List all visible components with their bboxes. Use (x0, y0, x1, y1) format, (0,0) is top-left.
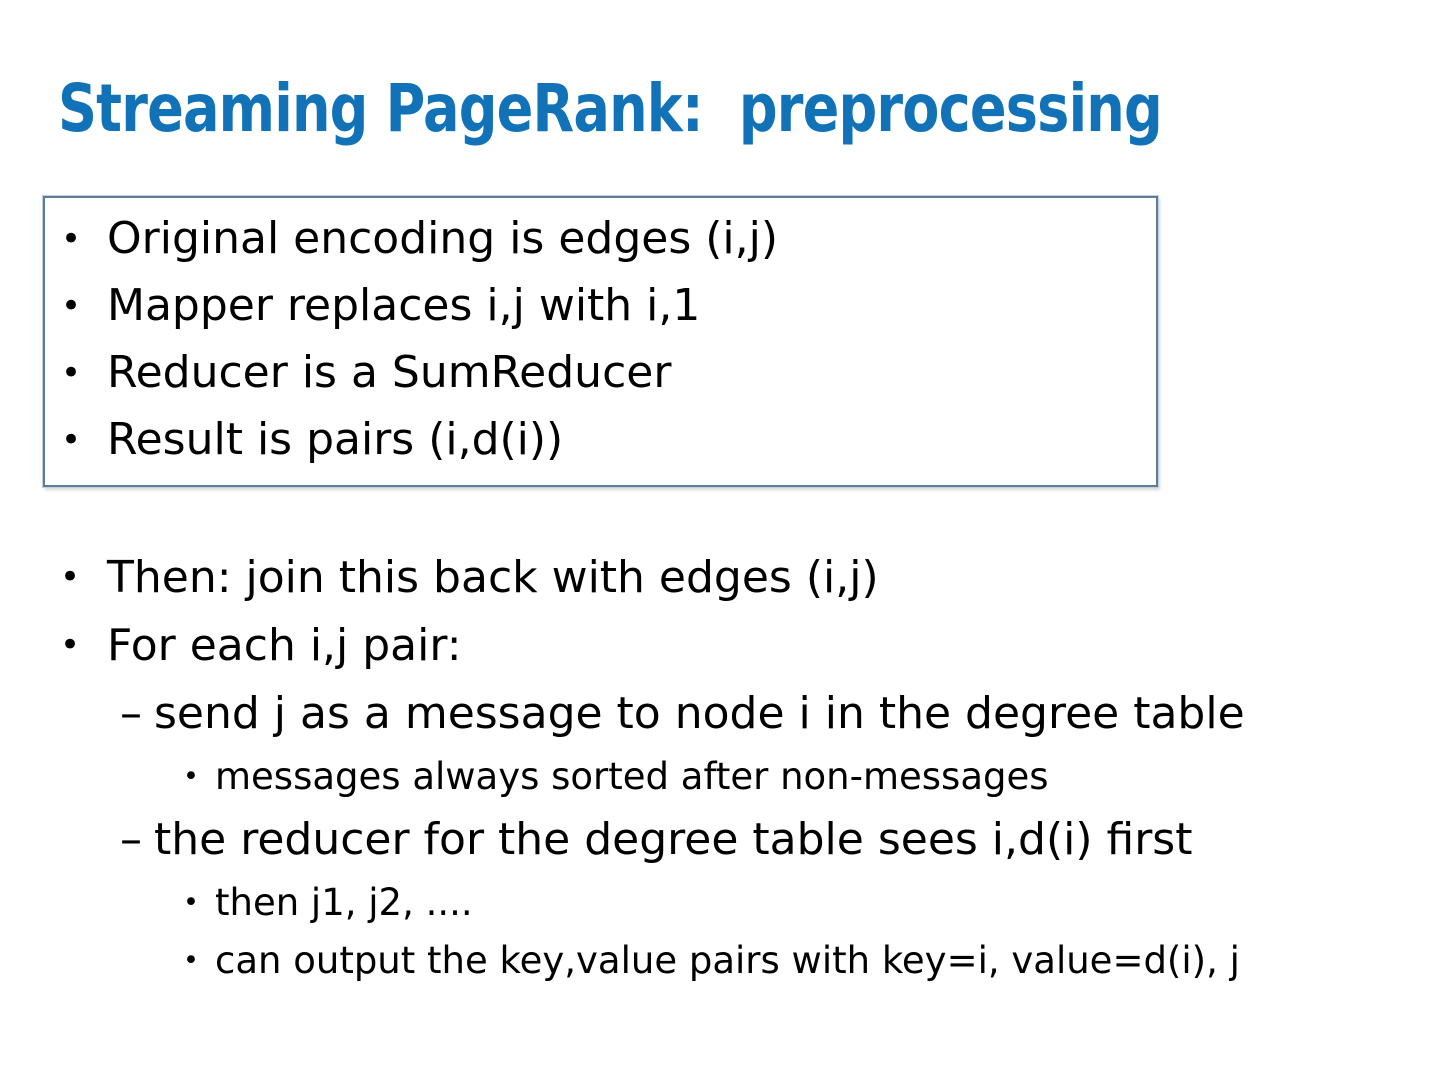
bullet-text: For each i,j pair: (107, 619, 462, 671)
bullet-text: messages always sorted after non-message… (215, 754, 1049, 798)
bullet-icon: • (60, 625, 81, 665)
bullet-icon: • (183, 944, 199, 976)
list-item: • messages always sorted after non-messa… (0, 747, 1440, 805)
bullet-text: Then: join this back with edges (i,j) (107, 551, 879, 603)
slide-title: Streaming PageRank: preprocessing (58, 70, 1163, 147)
body-bullet-list: • Then: join this back with edges (i,j) … (0, 543, 1440, 989)
bullet-text: send j as a message to node i in the deg… (154, 687, 1245, 739)
bullet-text: then j1, j2, .... (215, 880, 473, 924)
bullet-text: Original encoding is edges (i,j) (107, 213, 778, 264)
bullet-text: can output the key,value pairs with key=… (215, 938, 1240, 982)
bullet-icon: • (61, 352, 82, 393)
list-item: • Original encoding is edges (i,j) (45, 205, 1156, 272)
list-item: • Result is pairs (i,d(i)) (45, 406, 1156, 473)
list-item: • then j1, j2, .... (0, 873, 1440, 931)
bullet-icon: • (61, 218, 82, 259)
list-item: – the reducer for the degree table sees … (0, 805, 1440, 873)
list-item: • Mapper replaces i,j with i,1 (45, 272, 1156, 339)
bullet-icon: • (183, 760, 199, 792)
bullet-text: Reducer is a SumReducer (107, 347, 672, 398)
list-item: • For each i,j pair: (0, 611, 1440, 679)
list-item: • can output the key,value pairs with ke… (0, 931, 1440, 989)
bullet-text: the reducer for the degree table sees i,… (154, 813, 1193, 865)
dash-icon: – (120, 687, 142, 739)
bullet-icon: • (61, 285, 82, 326)
summary-box: • Original encoding is edges (i,j) • Map… (43, 196, 1158, 487)
list-item: – send j as a message to node i in the d… (0, 679, 1440, 747)
list-item: • Reducer is a SumReducer (45, 339, 1156, 406)
list-item: • Then: join this back with edges (i,j) (0, 543, 1440, 611)
bullet-icon: • (61, 419, 82, 460)
bullet-text: Result is pairs (i,d(i)) (107, 414, 564, 465)
bullet-icon: • (60, 557, 81, 597)
bullet-text: Mapper replaces i,j with i,1 (107, 280, 701, 331)
bullet-icon: • (183, 886, 199, 918)
dash-icon: – (120, 813, 142, 865)
